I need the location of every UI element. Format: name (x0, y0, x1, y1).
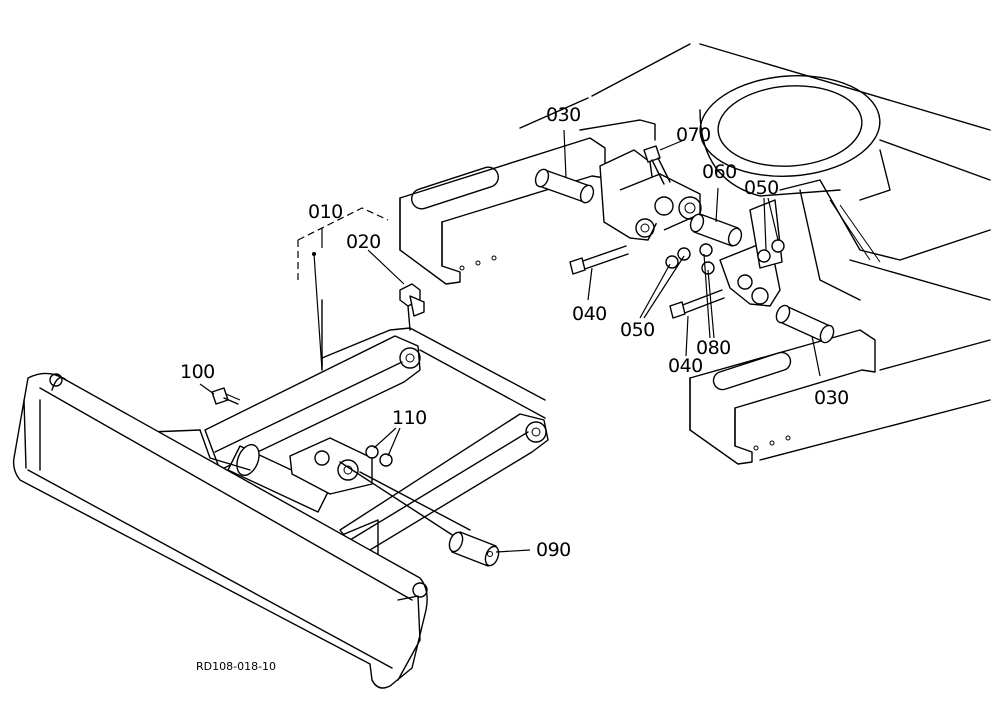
callout-080: 080 (696, 337, 731, 359)
right-mount-bracket (689, 329, 876, 465)
callout-020: 020 (346, 231, 381, 253)
tractor-frame (519, 43, 991, 461)
pin-030-upper (534, 168, 595, 204)
grease-nipple-020 (399, 283, 425, 331)
drawing-code: RD108-018-10 (196, 660, 276, 673)
callout-070: 070 (676, 124, 711, 146)
pin-030-lower (775, 304, 835, 344)
callout-030-upper: 030 (546, 104, 581, 126)
callout-050-left: 050 (620, 319, 655, 341)
leader-lines (199, 129, 821, 553)
callout-040-lower: 040 (668, 355, 703, 377)
bolt-040-upper (569, 245, 629, 275)
callout-050-right: 050 (744, 177, 779, 199)
callout-100: 100 (180, 361, 215, 383)
bolt-100 (211, 387, 241, 405)
pin-090 (448, 531, 500, 567)
pin-060 (689, 213, 743, 247)
callout-labels: 010 020 030 030 040 040 050 050 060 070 … (180, 104, 849, 673)
callout-110: 110 (392, 407, 427, 429)
callout-040-upper: 040 (572, 303, 607, 325)
dozer-blade (12, 372, 428, 689)
bolt-040-lower (669, 289, 725, 319)
nuts-110 (365, 445, 393, 467)
callout-060: 060 (702, 161, 737, 183)
bolt-070 (643, 145, 671, 185)
callout-090: 090 (536, 539, 571, 561)
callout-030-lower: 030 (814, 387, 849, 409)
assembly-group-bracket (297, 207, 389, 284)
callout-010: 010 (308, 201, 343, 223)
